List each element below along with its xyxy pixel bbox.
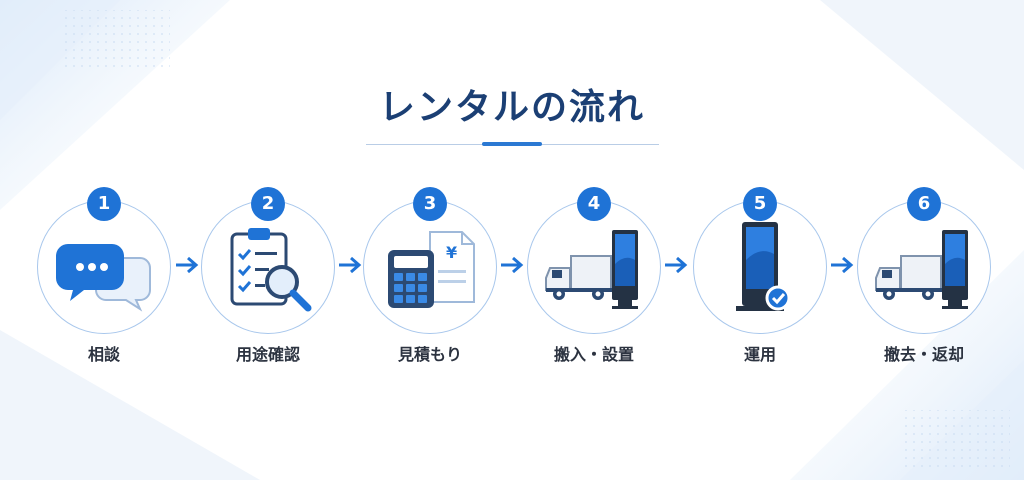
svg-text:¥: ¥ bbox=[446, 243, 457, 262]
step-number-badge: 3 bbox=[413, 187, 447, 221]
clipboard-magnifier-icon bbox=[230, 228, 312, 312]
step-removal-return: 6 撤去・返却 bbox=[854, 187, 994, 377]
step-label: 撤去・返却 bbox=[883, 345, 964, 364]
step-label: 見積もり bbox=[397, 345, 462, 364]
chat-bubbles-icon bbox=[56, 244, 151, 312]
page-title: レンタルの流れ bbox=[378, 87, 645, 128]
arrow-right-icon bbox=[176, 256, 199, 274]
step-operation: 5 運用 bbox=[690, 187, 830, 377]
step-number-badge: 4 bbox=[577, 187, 611, 221]
step-usage-check: 2 用途確認 bbox=[198, 187, 338, 377]
title-divider-accent bbox=[482, 142, 542, 146]
arrow-right-icon bbox=[501, 256, 524, 274]
step-label: 搬入・設置 bbox=[553, 345, 634, 364]
truck-signage-return-icon bbox=[875, 230, 968, 309]
step-label: 運用 bbox=[743, 345, 776, 364]
arrow-right-icon bbox=[665, 256, 688, 274]
step-number-badge: 5 bbox=[743, 187, 777, 221]
step-number-badge: 2 bbox=[251, 187, 285, 221]
step-number-badge: 1 bbox=[87, 187, 121, 221]
calculator-yen-document-icon: ¥ bbox=[388, 231, 475, 308]
step-number-badge: 6 bbox=[907, 187, 941, 221]
step-quotation: 3 ¥ 見積もり bbox=[360, 187, 500, 377]
arrow-right-icon bbox=[831, 256, 854, 274]
step-delivery-installation: 4 搬入・設置 bbox=[524, 187, 664, 377]
arrow-right-icon bbox=[339, 256, 362, 274]
step-label: 相談 bbox=[87, 345, 120, 364]
signage-check-icon bbox=[736, 222, 791, 311]
step-consultation: 1 相談 bbox=[34, 187, 174, 377]
step-label: 用途確認 bbox=[235, 345, 300, 364]
truck-signage-icon bbox=[545, 230, 638, 309]
